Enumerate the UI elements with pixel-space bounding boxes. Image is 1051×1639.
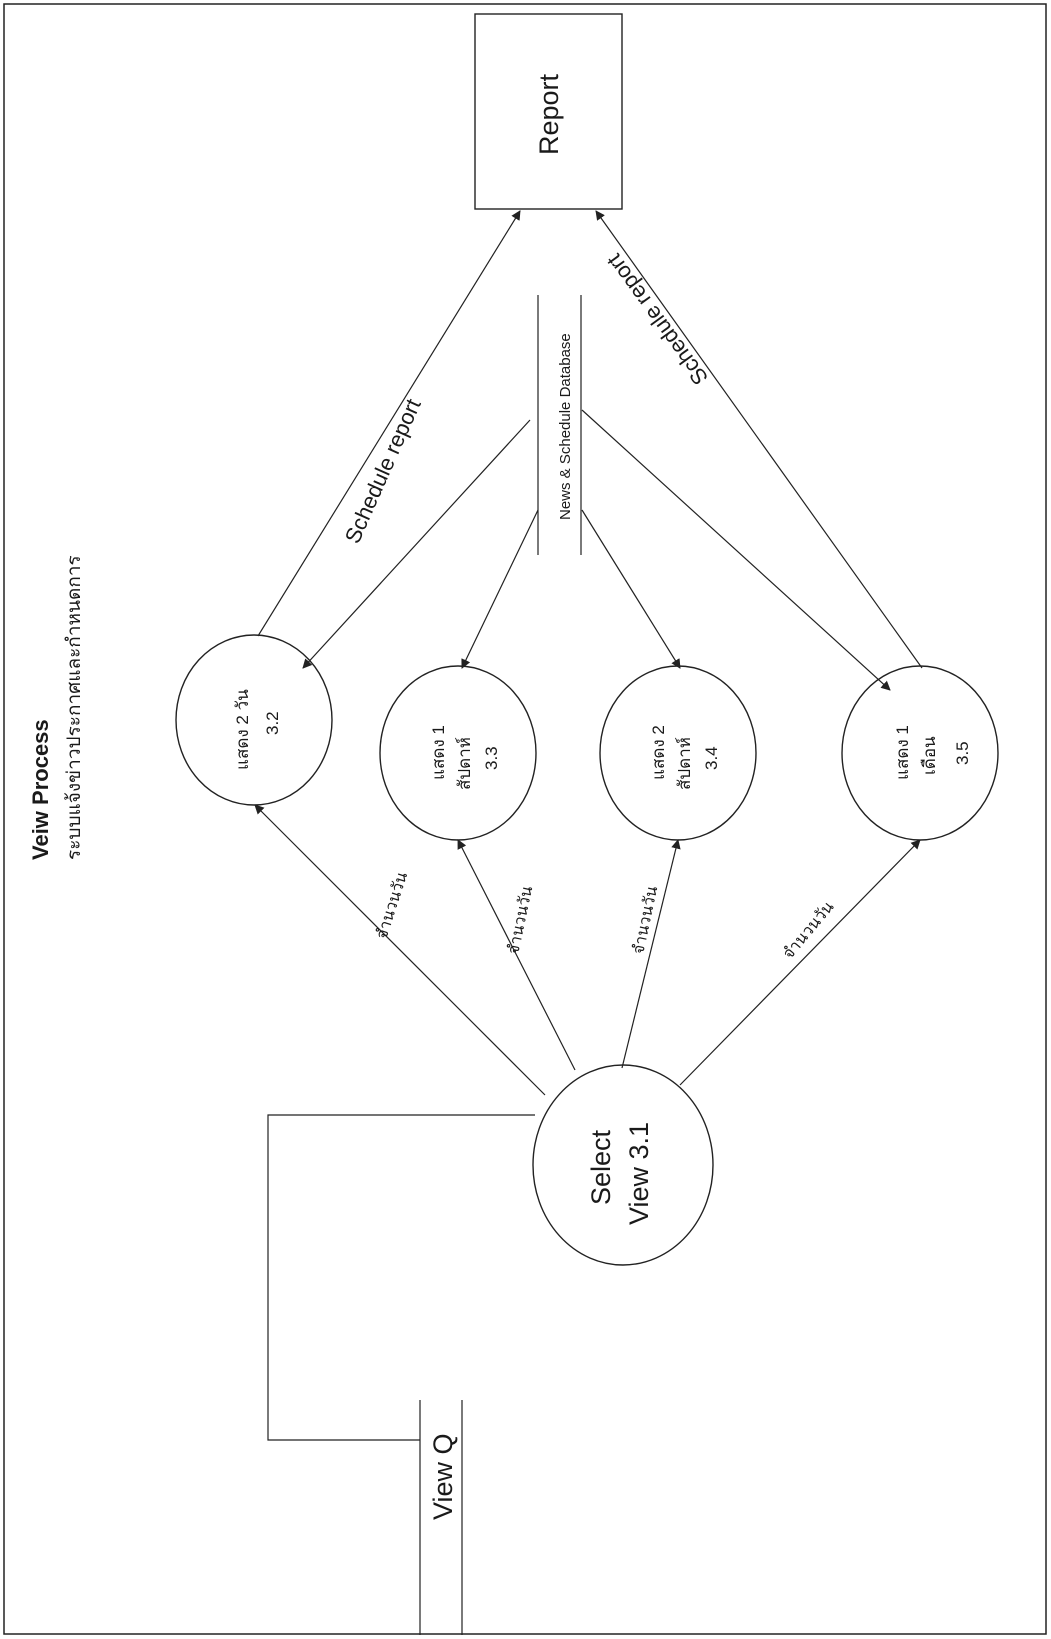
process-3-5-line3: 3.5 — [953, 741, 972, 765]
flow-select-to-3-2 — [254, 804, 546, 1096]
viewq-label: View Q — [428, 1433, 458, 1520]
flow-select-to-3-4 — [621, 839, 681, 1069]
flow-label-3-2-to-report: Schedule report — [340, 395, 426, 547]
process-3-3-line2: สัปดาห์ — [455, 737, 474, 790]
datastore-label: News & Schedule Database — [557, 333, 574, 520]
flow-db-to-3-5 — [581, 409, 891, 691]
flow-label-select-to-3-2: จำนวนวัน — [374, 870, 412, 941]
flow-select-to-3-3 — [457, 839, 576, 1071]
diagram-title: Veiw Process — [28, 719, 53, 860]
process-3-2-circle — [175, 634, 333, 806]
flow-3-5-to-report — [595, 210, 923, 669]
process-3-4-line2: สัปดาห์ — [675, 737, 694, 790]
process-3-1-line1: Select — [586, 1129, 616, 1205]
process-3-5-line1: แสดง 1 — [893, 725, 912, 780]
flow-db-to-3-3 — [461, 509, 539, 669]
flow-db-to-3-4 — [581, 509, 681, 669]
report-entity-label: Report — [534, 73, 564, 155]
flow-label-select-to-3-3: จำนวนวัน — [505, 885, 536, 956]
flow-3-2-to-report — [257, 210, 521, 637]
process-3-1-line2: View 3.1 — [624, 1122, 654, 1225]
process-3-1-circle — [532, 1064, 714, 1266]
flow-label-3-5-to-report: Schedule report — [602, 249, 714, 389]
flow-db-to-3-2 — [302, 419, 531, 669]
flow-select-to-3-5 — [679, 839, 921, 1086]
process-3-4-line1: แสดง 2 — [649, 725, 668, 780]
diagram-subtitle: ระบบแจ้งข่าวประกาศและกำหนดการ — [64, 555, 85, 860]
report-entity-box — [474, 13, 623, 210]
process-3-4-line3: 3.4 — [702, 746, 721, 770]
process-3-5-line2: เดือน — [920, 736, 939, 775]
flow-label-select-to-3-4: จำนวนวัน — [630, 885, 661, 956]
page-border — [3, 3, 1047, 1635]
process-3-2-line1: แสดง 2 วัน — [233, 689, 252, 770]
process-3-3-line1: แสดง 1 — [429, 725, 448, 780]
viewq-to-select-connector — [267, 1114, 535, 1441]
process-3-3-line3: 3.3 — [482, 746, 501, 770]
process-3-2-line2: 3.2 — [263, 711, 282, 735]
